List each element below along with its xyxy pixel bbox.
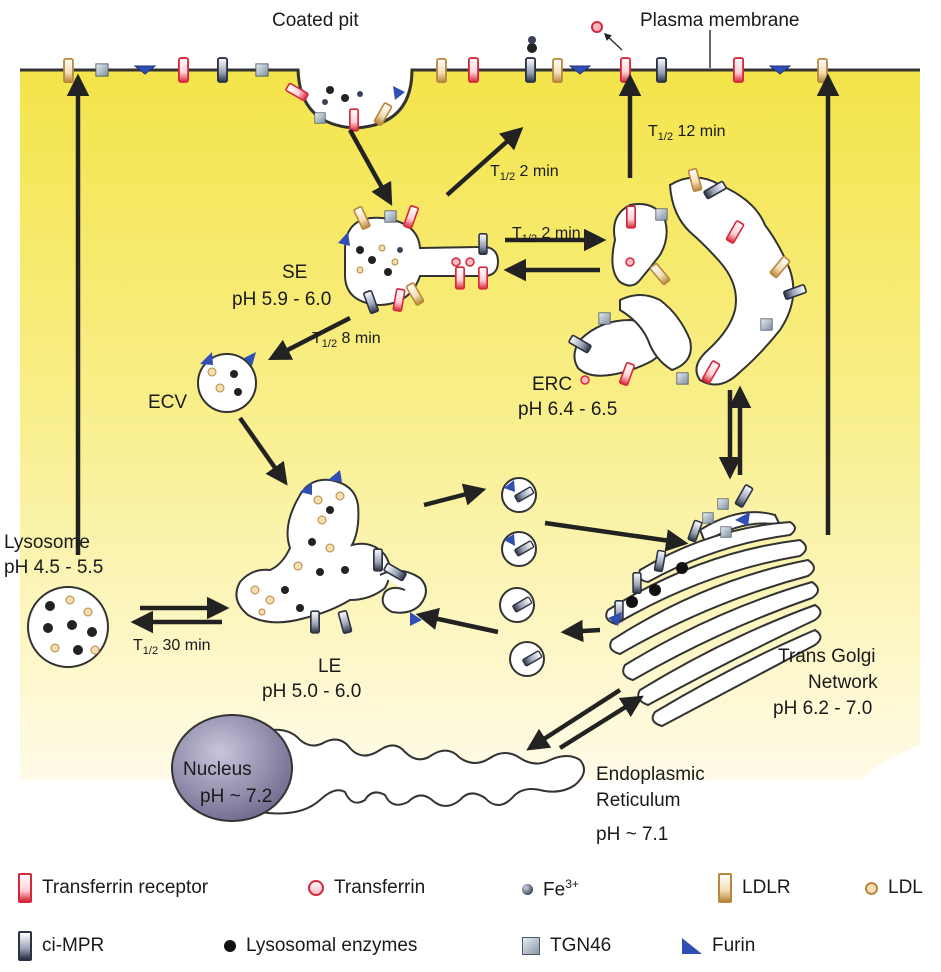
- legend-transferrin-label: Transferrin: [334, 877, 425, 899]
- tgn-ph-label: pH 6.2 - 7.0: [773, 698, 872, 719]
- legend-furin-label: Furin: [712, 935, 755, 957]
- legend-fe: Fe3+: [522, 877, 579, 901]
- legend-tgn46-label: TGN46: [550, 935, 611, 957]
- legend-furin: Furin: [682, 935, 755, 957]
- legend-tgn46: TGN46: [522, 935, 611, 957]
- legend: Transferrin receptor Transferrin Fe3+ LD…: [0, 855, 941, 972]
- er-label-line2: Reticulum: [596, 790, 680, 811]
- furin-icon: [682, 938, 702, 954]
- legend-lysosomal-enzymes: Lysosomal enzymes: [224, 935, 417, 957]
- se-ph-label: pH 5.9 - 6.0: [232, 289, 331, 310]
- legend-ldl-label: LDL: [888, 877, 923, 899]
- transferrin-icon: [308, 880, 324, 896]
- lysosomal-enzyme-icon: [224, 940, 236, 952]
- ecv-vesicle: [198, 352, 256, 412]
- tgn-label-line1: Trans Golgi: [778, 646, 876, 667]
- le-ph-label: pH 5.0 - 6.0: [262, 681, 361, 702]
- nucleus-ph-label: pH ~ 7.2: [200, 786, 272, 807]
- transferrin-receptor-icon: [18, 873, 32, 903]
- erc-label: ERC: [532, 374, 572, 395]
- ldlr-icon: [718, 873, 732, 903]
- legend-ldlr: LDLR: [718, 873, 791, 903]
- legend-ci-mpr-label: ci-MPR: [42, 935, 104, 957]
- legend-lysosomal-enzymes-label: Lysosomal enzymes: [246, 935, 417, 957]
- legend-ldlr-label: LDLR: [742, 877, 791, 899]
- ldl-icon: [865, 882, 878, 895]
- erc-ph-label: pH 6.4 - 6.5: [518, 399, 617, 420]
- ci-mpr-icon: [18, 931, 32, 961]
- se-label: SE: [282, 262, 307, 283]
- er-ph-label: pH ~ 7.1: [596, 824, 668, 845]
- legend-transferrin-receptor-label: Transferrin receptor: [42, 877, 208, 899]
- legend-ldl: LDL: [865, 877, 923, 899]
- iron-icon: [522, 884, 533, 895]
- legend-fe-label: Fe3+: [543, 877, 579, 901]
- legend-transferrin-receptor: Transferrin receptor: [18, 873, 208, 903]
- legend-ci-mpr: ci-MPR: [18, 931, 104, 961]
- ecv-label: ECV: [148, 392, 187, 413]
- nucleus-label: Nucleus: [183, 759, 252, 780]
- lysosome-ph-label: pH 4.5 - 5.5: [4, 557, 103, 578]
- legend-transferrin: Transferrin: [308, 877, 425, 899]
- tgn-label-line2: Network: [808, 672, 878, 693]
- er-label-line1: Endoplasmic: [596, 764, 705, 785]
- le-label: LE: [318, 656, 341, 677]
- coated-pit-label: Coated pit: [272, 10, 359, 31]
- lysosome: [28, 587, 108, 667]
- lysosome-label: Lysosome: [4, 532, 90, 553]
- plasma-membrane-label: Plasma membrane: [640, 10, 799, 31]
- tgn46-icon: [522, 937, 540, 955]
